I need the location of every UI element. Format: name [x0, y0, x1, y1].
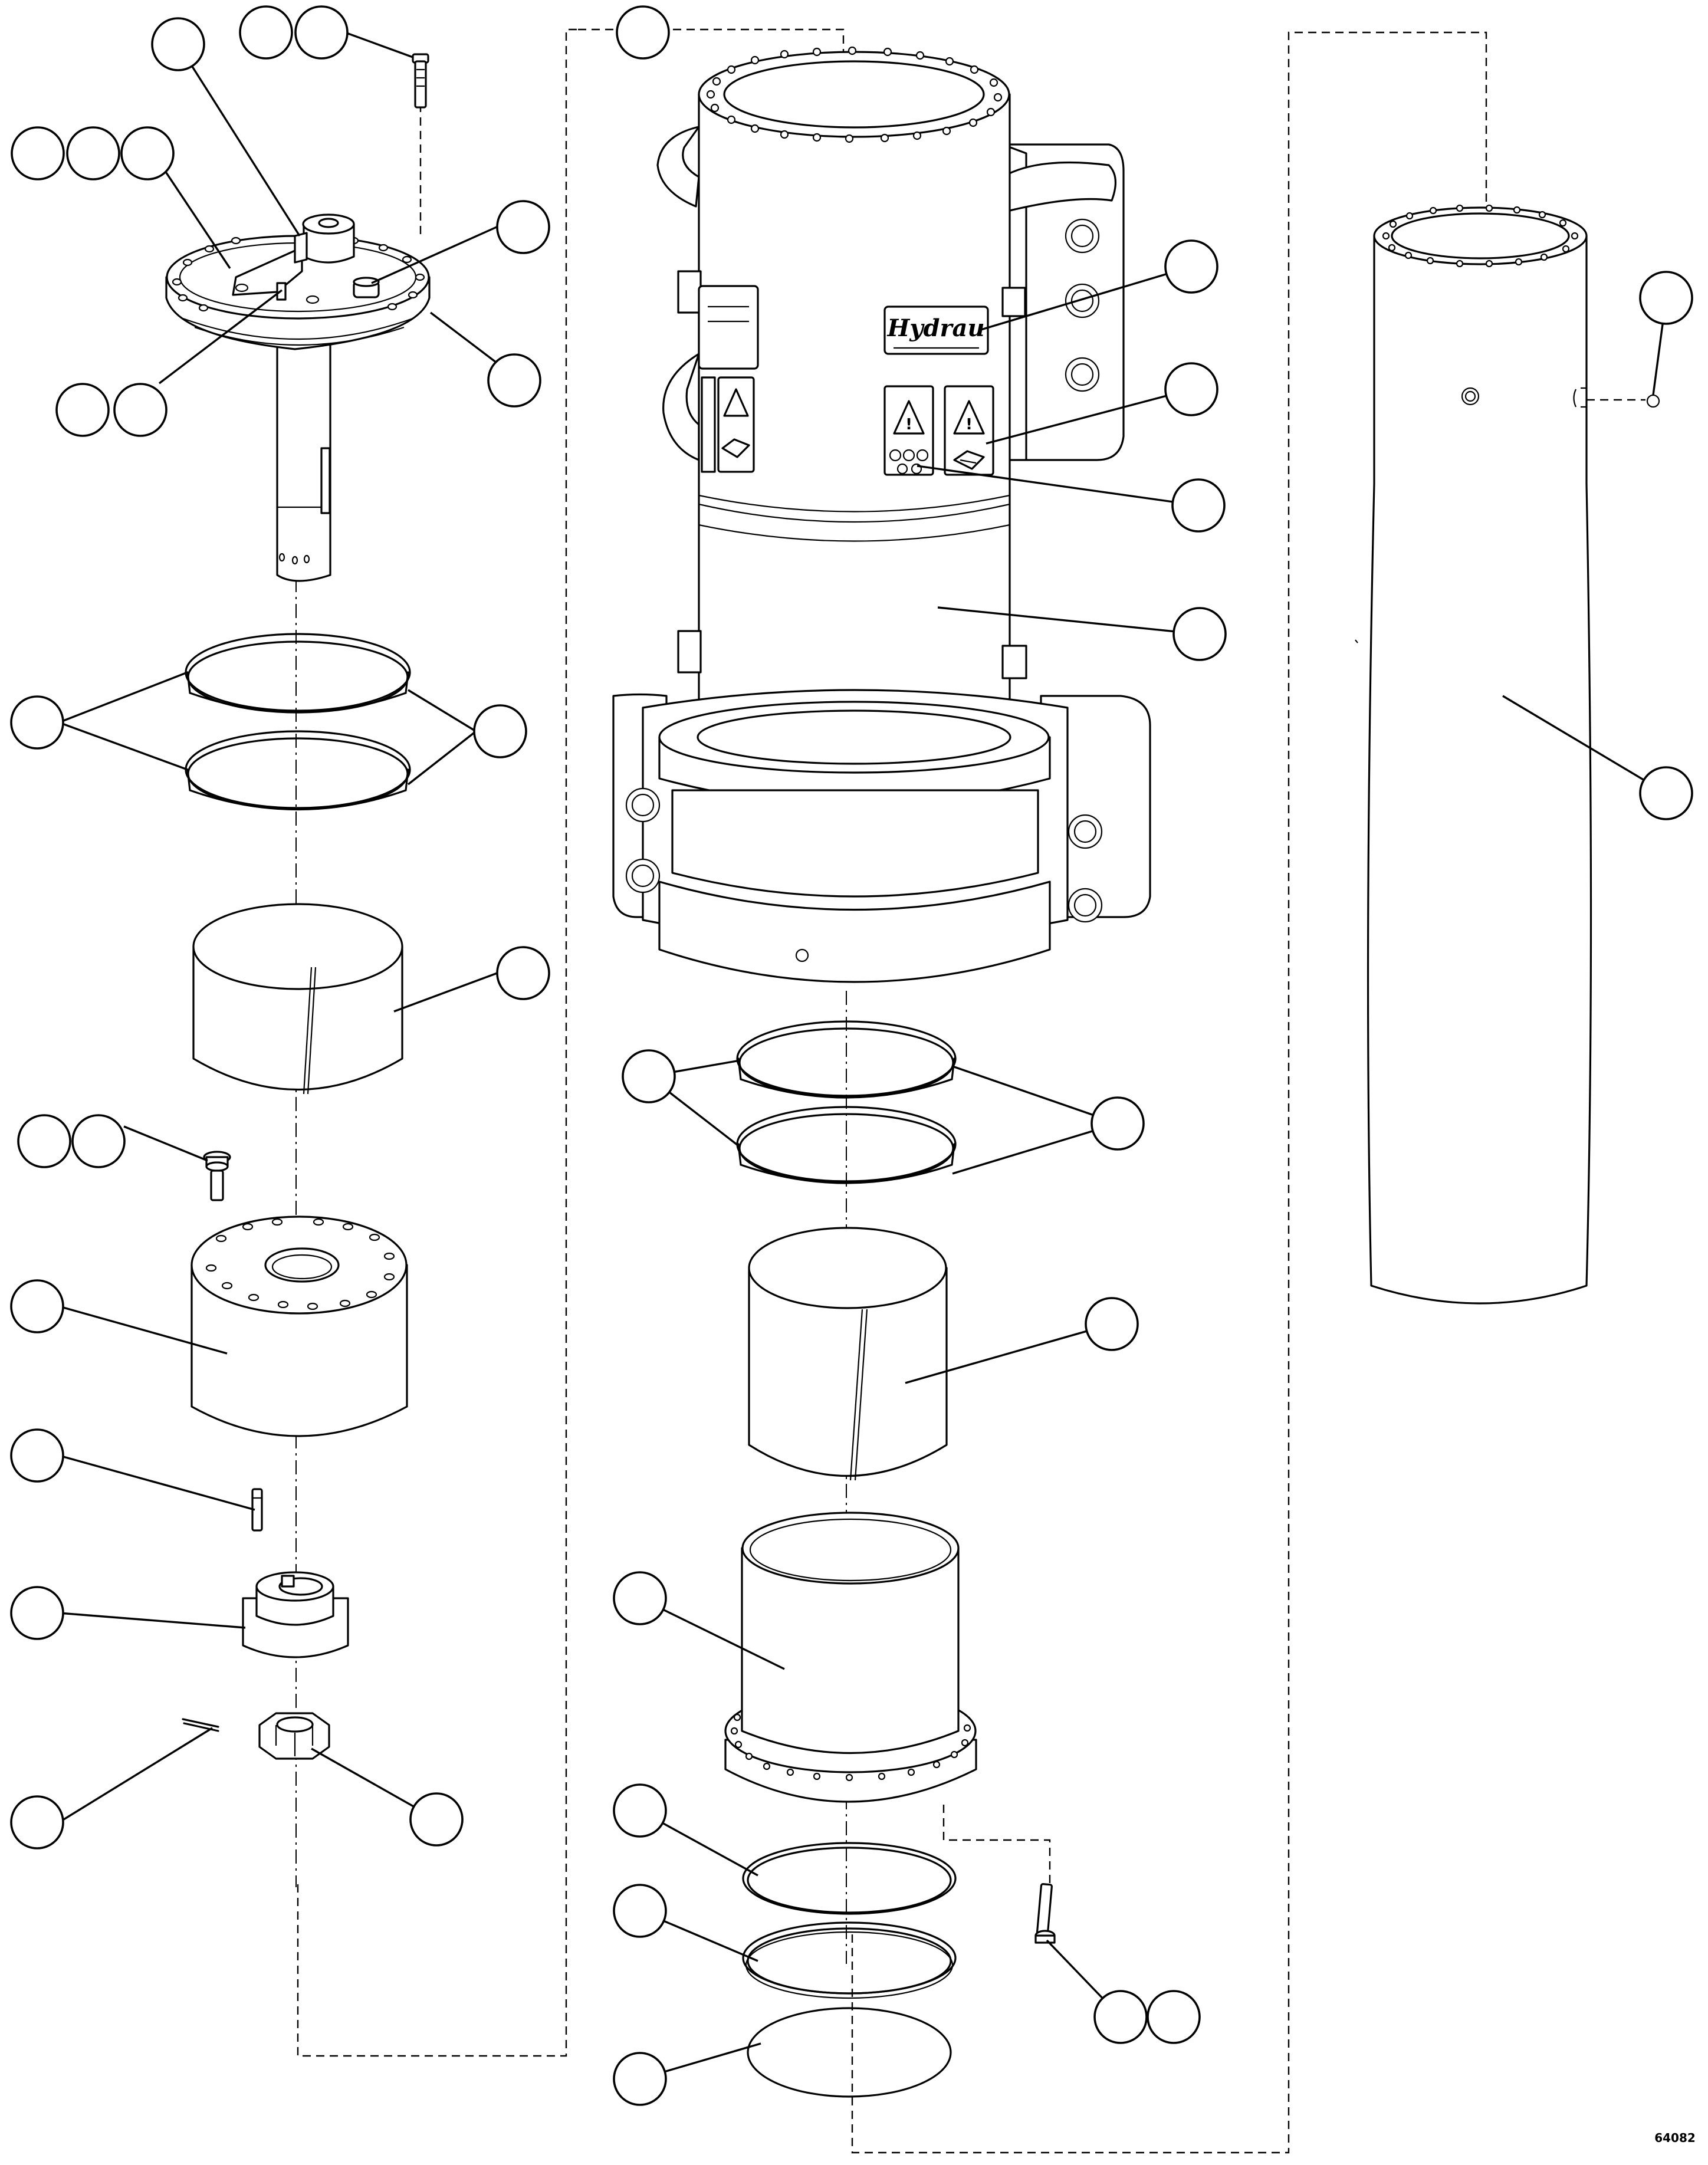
callout-bubble — [1171, 478, 1226, 533]
callout-bubble — [622, 1049, 676, 1103]
callout-bubble — [496, 200, 550, 254]
warning-decal: ! ! — [883, 385, 994, 476]
callout-bubble — [613, 2052, 667, 2106]
callout-bubble — [239, 5, 293, 60]
callout-bubble — [17, 1114, 71, 1168]
callout-bubble — [1639, 766, 1693, 820]
callout-bubble — [409, 1792, 464, 1847]
explosion-hazard-icon — [889, 449, 929, 475]
callout-bubble — [487, 353, 541, 408]
callout-bubble — [613, 1571, 667, 1625]
drawing-id: 64082 — [1654, 2131, 1696, 2145]
callout-bubble — [496, 946, 550, 1000]
top-cap-bolt — [412, 53, 429, 109]
callout-bubble — [10, 1279, 64, 1333]
callout-bubble — [1147, 1990, 1201, 2044]
brand-logo-text: Hydrau — [886, 314, 984, 342]
left-hub-cylinder — [190, 1215, 408, 1437]
hub-bolt — [203, 1151, 231, 1201]
tube-flange-holes — [1382, 204, 1579, 268]
castle-nut — [258, 1712, 330, 1760]
callout-bubble — [1091, 1096, 1145, 1151]
left-seal-rings — [185, 633, 411, 811]
side-brand-decal — [698, 285, 759, 370]
middle-split-bushing — [748, 1227, 948, 1481]
tube-plug — [1587, 394, 1660, 408]
callout-bubble — [10, 1586, 64, 1640]
read-manual-icon — [953, 450, 985, 470]
callout-bubble — [71, 1114, 126, 1168]
hub-holes — [205, 1218, 395, 1310]
lower-o-ring — [747, 2007, 952, 2098]
sleeve-flange-holes — [730, 1713, 971, 1782]
callout-bubble — [66, 126, 120, 180]
callout-bubble — [1085, 1297, 1139, 1351]
callout-bubble — [1164, 362, 1218, 416]
callout-bubbles — [10, 5, 1693, 2106]
top-flange-holes — [706, 46, 1003, 143]
top-cap-flange-shaft — [165, 213, 431, 582]
svg-text:!: ! — [905, 416, 912, 433]
warning-triangle-icon — [893, 400, 925, 435]
callout-bubble — [151, 17, 205, 71]
callout-bubble — [613, 1884, 667, 1938]
callout-bubble — [10, 1428, 64, 1483]
callout-bubble — [616, 5, 670, 60]
callout-bubble — [55, 383, 110, 437]
outer-tube — [1355, 204, 1592, 1305]
callout-bubble — [613, 1783, 667, 1838]
callout-bubble — [10, 695, 64, 750]
middle-seal-rings — [736, 1020, 957, 1184]
callout-bubble — [120, 126, 175, 180]
callout-bubble — [1164, 239, 1218, 294]
warning-triangle-icon-2 — [953, 400, 985, 435]
middle-flanged-sleeve — [724, 1512, 977, 1803]
callout-bubble — [1172, 607, 1227, 661]
cotter-pin — [182, 1718, 219, 1732]
main-housing: Hydrau ! ! — [612, 46, 1151, 983]
callout-bubble — [294, 5, 349, 60]
left-split-bushing — [192, 903, 403, 1095]
callout-bubble — [113, 383, 167, 437]
stepped-spacer — [242, 1571, 349, 1658]
callout-bubble — [1639, 271, 1693, 325]
lower-seal-ring-2 — [742, 1921, 957, 1999]
callout-bubble — [1093, 1990, 1148, 2044]
callout-bubble — [11, 126, 65, 180]
callout-bubble — [473, 704, 527, 758]
lower-seal-ring-1 — [742, 1842, 957, 1915]
brand-decal: Hydrau — [883, 305, 989, 355]
sleeve-screw — [1034, 1883, 1056, 1944]
svg-text:!: ! — [965, 416, 973, 433]
callout-bubble — [10, 1795, 64, 1849]
side-warning-decal — [701, 376, 755, 473]
